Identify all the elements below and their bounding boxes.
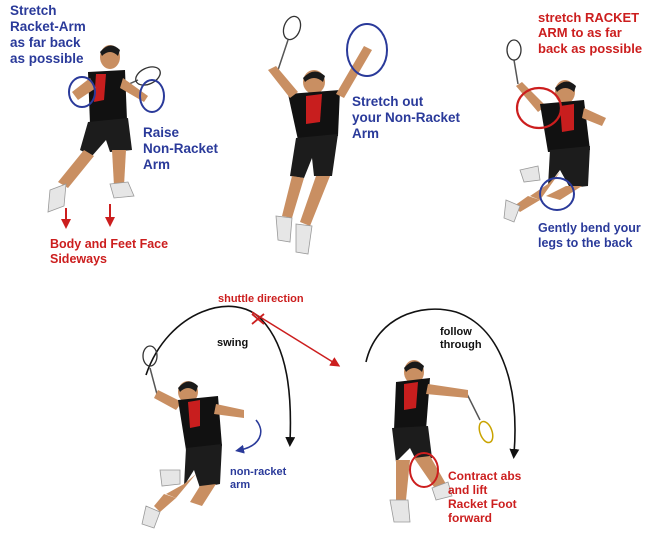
label-stretch-out-non-racket-arm: Stretch out your Non-Racket Arm — [352, 94, 461, 141]
label-stretch-racket-arm: Stretch Racket-Arm as far back as possib… — [10, 3, 86, 66]
player-figure-3 — [503, 39, 606, 223]
label-swing: swing — [217, 337, 249, 349]
player-figure-2 — [268, 15, 388, 255]
label-shuttle-direction: shuttle direction — [218, 293, 304, 305]
label-follow-through: follow through — [440, 326, 482, 351]
label-non-racket-arm: non-racket arm — [230, 466, 287, 491]
label-raise-non-racket-arm: Raise Non-Racket Arm — [143, 125, 219, 172]
player-figure-4 — [141, 305, 341, 529]
player-figure-1 — [47, 45, 165, 229]
label-body-feet-sideways: Body and Feet Face Sideways — [50, 237, 169, 266]
label-contract-abs: Contract abs and lift Racket Foot forwar… — [448, 469, 522, 526]
label-gently-bend-legs: Gently bend your legs to the back — [538, 221, 641, 250]
label-stretch-racket-arm-far: stretch RACKET ARM to as far back as pos… — [538, 10, 643, 56]
player-figure-5 — [365, 308, 520, 523]
